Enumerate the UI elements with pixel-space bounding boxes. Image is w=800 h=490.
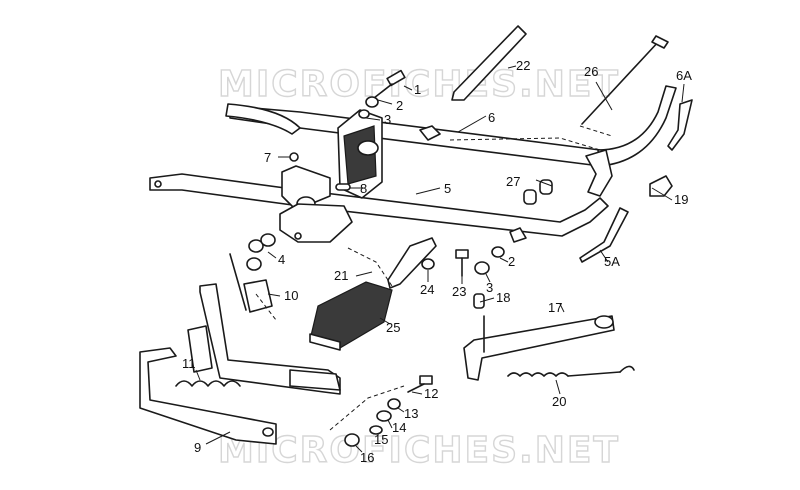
bushings-27 (523, 179, 553, 205)
callout-23: 23 (452, 284, 466, 299)
dash-line-rod (579, 125, 613, 137)
spring-20 (507, 365, 635, 377)
callout-3-lower: 3 (486, 280, 493, 295)
callout-6: 6 (488, 110, 495, 125)
callout-25: 25 (386, 320, 400, 335)
nut-16 (344, 433, 360, 447)
side-stand-17 (463, 315, 615, 381)
callout-5a: 5A (604, 254, 620, 269)
callout-18: 18 (496, 290, 510, 305)
callout-12: 12 (424, 386, 438, 401)
callout-9: 9 (194, 440, 201, 455)
callout-6a: 6A (676, 68, 692, 83)
footpeg-25 (309, 281, 393, 351)
grommet-19 (649, 175, 673, 197)
spring-11 (175, 380, 241, 387)
callout-26: 26 (584, 64, 598, 79)
small-nut-7 (289, 152, 299, 162)
bushings-4 (246, 233, 276, 271)
center-stand-9 (139, 283, 341, 445)
nut-24 (421, 258, 435, 270)
washer-15 (369, 425, 383, 435)
callout-1: 1 (414, 82, 421, 97)
callout-15: 15 (374, 432, 388, 447)
callout-3-top: 3 (384, 112, 391, 127)
rod-left (229, 253, 247, 311)
dash-line-bushing (255, 293, 277, 321)
callout-24: 24 (420, 282, 434, 297)
bolt-12 (407, 375, 433, 393)
callout-4: 4 (278, 252, 285, 267)
callout-17: 17 (548, 300, 562, 315)
callout-16: 16 (360, 450, 374, 465)
callout-8: 8 (360, 181, 367, 196)
callout-19: 19 (674, 192, 688, 207)
plate-22 (451, 25, 527, 101)
bolt-top (358, 69, 406, 119)
leader-lines (195, 65, 685, 453)
pin-8 (335, 183, 351, 191)
callout-10: 10 (284, 288, 298, 303)
callout-27: 27 (506, 174, 520, 189)
bracket-6a (667, 99, 693, 151)
callout-22: 22 (516, 58, 530, 73)
nut-13 (387, 398, 401, 410)
callout-7: 7 (264, 150, 271, 165)
callout-5: 5 (444, 181, 451, 196)
callout-13: 13 (404, 406, 418, 421)
callout-14: 14 (392, 420, 406, 435)
callout-21: 21 (334, 268, 348, 283)
callout-20: 20 (552, 394, 566, 409)
dash-line-bolt (329, 385, 405, 431)
bracket-5a (579, 207, 629, 263)
rod-26 (581, 35, 669, 125)
spacer-3-lower (474, 261, 490, 275)
washer-14 (376, 410, 392, 422)
callout-2-top: 2 (396, 98, 403, 113)
callout-2-lower: 2 (508, 254, 515, 269)
bolt-23 (455, 249, 469, 277)
watermark-top: MICROFICHES.NET (218, 64, 620, 105)
callout-11: 11 (182, 356, 196, 371)
washer-2-lower (491, 246, 505, 258)
dash-line-footpeg (347, 247, 393, 287)
watermark-bottom: MICROFICHES.NET (218, 430, 620, 471)
dash-line-top (449, 137, 601, 151)
